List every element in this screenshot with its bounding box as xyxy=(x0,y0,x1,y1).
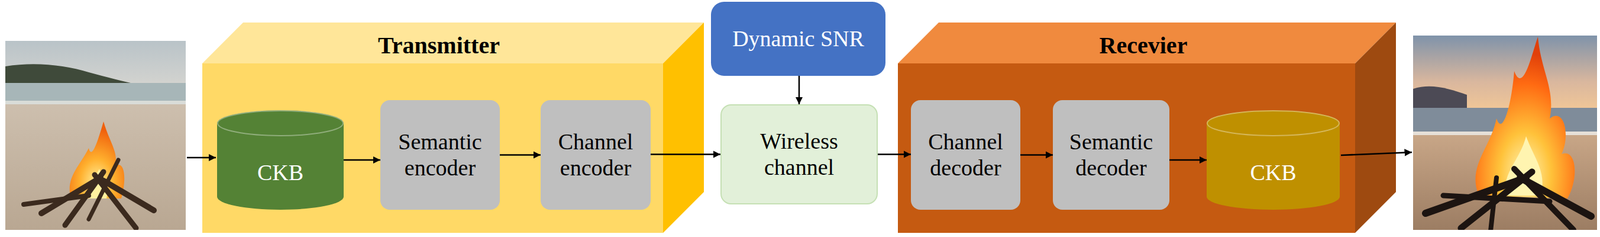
receiver-cube-part xyxy=(897,22,1396,64)
input-photo-part-part xyxy=(23,195,89,205)
module-block: TransmitterCKB Semantic encoder Channel en… xyxy=(202,22,704,233)
knowledge-base-label: CKB xyxy=(257,159,304,186)
photo-arrow-part xyxy=(1340,152,1412,155)
flow-arrow xyxy=(499,153,541,156)
channel-box: Wireless channel xyxy=(720,104,878,205)
box-label: Channel encoder xyxy=(549,128,642,181)
text-area: Dynamic SNR xyxy=(710,1,886,76)
input-photo-part xyxy=(5,104,186,230)
input-photo xyxy=(5,40,186,230)
cylinder-top xyxy=(1207,110,1340,136)
flow-arrow xyxy=(1020,153,1053,156)
process-box: Channel encoder xyxy=(540,99,651,210)
photo-arrow-part xyxy=(186,156,216,159)
input-photo-part-part xyxy=(41,177,101,213)
flow-arrow xyxy=(877,153,911,155)
process-box: Channel decoder xyxy=(910,99,1021,210)
output-photo-part xyxy=(1413,86,1467,110)
box-label: Semantic encoder xyxy=(389,128,491,181)
knowledge-base-cylinder: CKB xyxy=(217,110,344,210)
output-photo-part-part xyxy=(1490,177,1497,230)
text-area: Channel decoder xyxy=(910,99,1021,210)
module-title: Transmitter xyxy=(377,31,500,60)
snr-box: Dynamic SNR xyxy=(710,1,886,76)
text-area: Semantic decoder xyxy=(1052,99,1170,210)
box-label: Semantic decoder xyxy=(1061,128,1161,181)
cylinder-body xyxy=(217,110,344,210)
flow-arrow xyxy=(1169,159,1207,161)
input-photo-part xyxy=(23,159,154,228)
box-label: Wireless channel xyxy=(729,128,869,180)
text-area: Semantic encoder xyxy=(380,99,500,210)
cylinder-top xyxy=(217,110,344,136)
input-photo-part-part xyxy=(94,174,137,228)
transmitter-cube-part xyxy=(202,22,704,64)
transmitter-cube-part xyxy=(202,63,664,233)
knowledge-base-label: CKB xyxy=(1249,159,1296,186)
receiver-cube xyxy=(897,22,1396,233)
text-area: Wireless channel xyxy=(721,105,877,203)
module-block: RecevierChannel decoder Semantic decoderC… xyxy=(897,22,1396,233)
text-area: Channel encoder xyxy=(540,99,651,210)
transmitter-cube xyxy=(202,22,704,233)
box-label: Channel decoder xyxy=(919,128,1012,181)
cylinder-outline xyxy=(217,110,344,210)
input-photo-part-part xyxy=(88,159,119,219)
receiver-cube-part xyxy=(897,63,1356,233)
cylinder-body xyxy=(1206,110,1340,210)
text-area: CKB xyxy=(217,136,344,210)
flow-arrow xyxy=(650,153,721,155)
output-photo-part xyxy=(1425,168,1592,230)
knowledge-base-cylinder: CKB xyxy=(1206,110,1340,210)
flow-arrow xyxy=(343,159,381,161)
transmitter-cube-part xyxy=(663,22,704,233)
flow-arrow xyxy=(798,75,801,105)
module-title: Recevier xyxy=(1099,31,1188,60)
output-photo xyxy=(1413,35,1598,230)
output-photo-part xyxy=(1413,35,1598,113)
cylinder-outline xyxy=(1206,110,1340,210)
text-area: CKB xyxy=(1206,136,1340,210)
process-box: Semantic decoder xyxy=(1052,99,1170,210)
process-box: Semantic encoder xyxy=(380,99,500,210)
box-label: Dynamic SNR xyxy=(732,26,865,53)
receiver-cube-part xyxy=(1355,22,1396,233)
